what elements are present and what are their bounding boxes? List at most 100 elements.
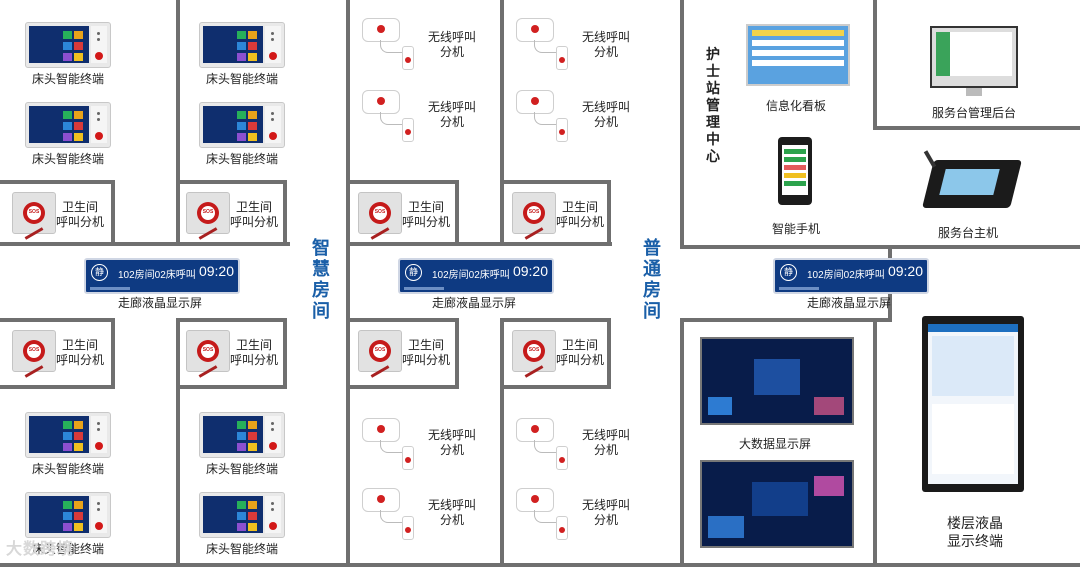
smart-phone-label: 智能手机 [771,222,820,236]
wall [455,318,459,389]
wall [500,318,610,322]
wireless-call-button-icon [516,90,586,142]
dashboard-screen-icon [700,460,854,548]
wall [680,245,1080,249]
floor-display-icon [922,316,1024,492]
mute-icon: 静 [91,264,108,281]
wireless-call-label: 无线呼叫分机 [427,30,476,59]
wall [176,318,286,322]
sos-button-icon: SOS [186,330,230,372]
wall [0,385,115,389]
wireless-call-button-icon [362,488,432,540]
wall [0,563,1080,567]
wireless-call-label: 无线呼叫分机 [581,30,630,59]
wall [346,242,612,246]
bedside-terminal [199,412,285,458]
wireless-call-button-icon [516,18,586,70]
wireless-call-button-icon [362,18,432,70]
wireless-call-label: 无线呼叫分机 [427,100,476,129]
big-data-screen-icon [700,337,854,425]
service-host-label: 服务台主机 [937,226,998,240]
wall [0,180,115,184]
microphone-icon [923,150,937,168]
wireless-call-button-icon [362,90,432,142]
corridor-call-message: 102房间02床呼叫 [118,270,196,281]
wall [680,0,684,245]
sos-button-icon: SOS [358,192,402,234]
bedside-terminal [25,492,111,538]
wall [283,180,287,246]
wall [500,318,504,567]
wireless-call-button-icon [516,418,586,470]
nurse-station-title: 护士站管理中心 [706,46,720,164]
wall [346,318,458,322]
corridor-display-label: 走廊液晶显示屏 [117,296,202,310]
info-board-icon [746,24,850,86]
desktop-monitor-icon [930,26,1018,96]
bedside-terminal-label: 床头智能终端 [205,72,278,86]
bedside-terminal-label: 床头智能终端 [31,542,104,556]
bedside-terminal [25,102,111,148]
normal-room-title: 普通房间 [643,238,661,321]
corridor-time: 09:20 [198,263,234,279]
corridor-display: 静 102房间02床呼叫 09:20 [398,258,554,294]
corridor-time: 09:20 [512,263,548,279]
sos-button-icon: SOS [12,192,56,234]
bathroom-call-label: 卫生间呼叫分机 [229,200,278,229]
wireless-call-button-icon [362,418,432,470]
service-console-icon [922,160,1022,208]
sos-button-icon: SOS [358,330,402,372]
wall [346,0,350,567]
corridor-display-label: 走廊液晶显示屏 [431,296,516,310]
wall [111,318,115,389]
wall [176,318,180,567]
floor-display-label: 楼层液晶显示终端 [947,515,1003,549]
bedside-terminal-label: 床头智能终端 [31,462,104,476]
corridor-call-message: 102房间02床呼叫 [807,270,885,281]
bathroom-call-label: 卫生间呼叫分机 [229,338,278,367]
wireless-call-label: 无线呼叫分机 [427,428,476,457]
mute-icon: 静 [780,264,797,281]
sos-button-icon: SOS [512,330,556,372]
service-backend-label: 服务台管理后台 [931,106,1016,120]
bathroom-call-label: 卫生间呼叫分机 [401,200,450,229]
wall [500,180,610,184]
wall [607,318,611,389]
wireless-call-label: 无线呼叫分机 [581,100,630,129]
big-data-screen-label: 大数据显示屏 [738,437,811,451]
bedside-terminal [199,102,285,148]
wall [873,126,1080,130]
corridor-display: 静 102房间02床呼叫 09:20 [773,258,929,294]
bedside-terminal [25,412,111,458]
sos-button-icon: SOS [12,330,56,372]
wall [500,0,504,245]
wall [873,318,877,567]
bedside-terminal-label: 床头智能终端 [31,152,104,166]
info-board-label: 信息化看板 [765,99,826,113]
bedside-terminal [25,22,111,68]
sos-button-icon: SOS [186,192,230,234]
wall [111,180,115,246]
wall [176,180,286,184]
watermark: 大数跨境 [6,541,75,558]
wall [607,180,611,246]
bedside-terminal [199,22,285,68]
bathroom-call-label: 卫生间呼叫分机 [55,200,104,229]
wall [283,318,287,389]
bathroom-call-label: 卫生间呼叫分机 [555,200,604,229]
wall [500,385,610,389]
wireless-call-label: 无线呼叫分机 [581,498,630,527]
wall [0,318,115,322]
corridor-time: 09:20 [887,263,923,279]
wall [680,318,684,567]
bedside-terminal [199,492,285,538]
wall [346,180,458,184]
bedside-terminal-label: 床头智能终端 [205,542,278,556]
bedside-terminal-label: 床头智能终端 [205,462,278,476]
smart-room-title: 智慧房间 [312,238,330,321]
corridor-display-label: 走廊液晶显示屏 [806,296,891,310]
wall [346,385,458,389]
bathroom-call-label: 卫生间呼叫分机 [401,338,450,367]
smartphone-icon [778,137,812,205]
bedside-terminal-label: 床头智能终端 [31,72,104,86]
